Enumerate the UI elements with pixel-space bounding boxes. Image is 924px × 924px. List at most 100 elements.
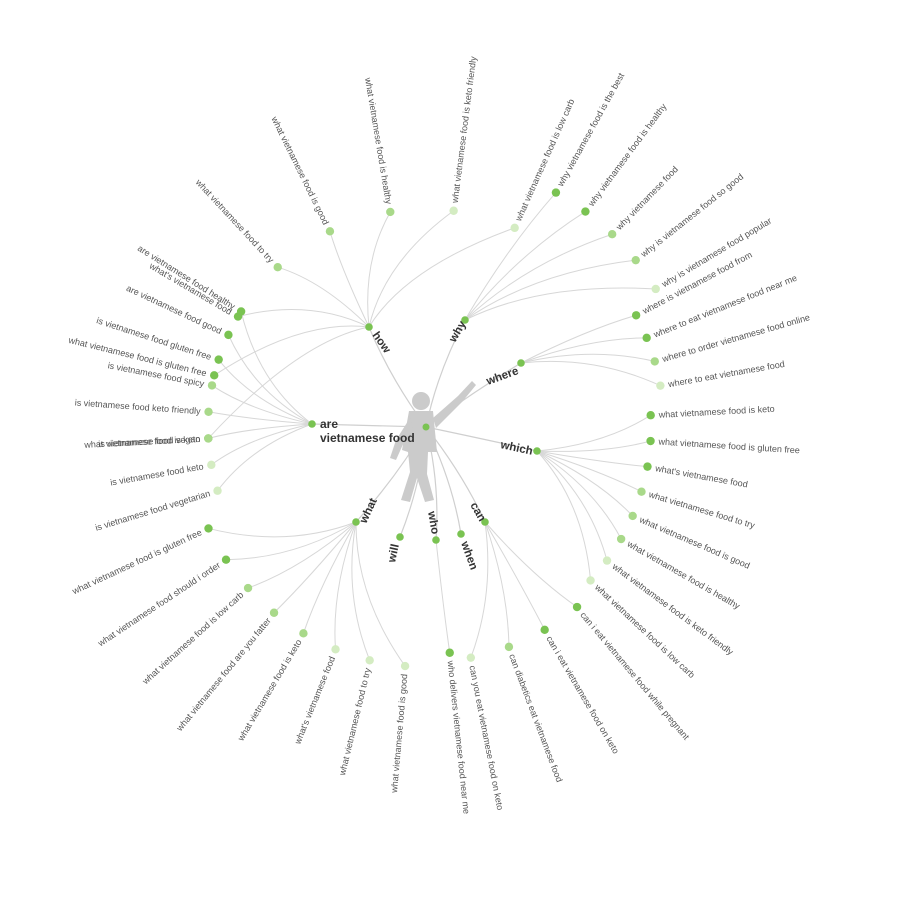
- leaf-node[interactable]: [325, 227, 335, 236]
- leaf-label[interactable]: what vietnamese food is low carb: [513, 97, 576, 223]
- leaf-label[interactable]: is vietnamese food vegetarian: [94, 488, 211, 533]
- leaf-node[interactable]: [650, 357, 659, 366]
- leaf-node[interactable]: [607, 230, 617, 239]
- branch-lines: [207, 192, 661, 667]
- leaf-branch-line: [520, 337, 647, 364]
- leaf-branch-line: [240, 311, 313, 425]
- hub-label-which[interactable]: which: [498, 439, 533, 458]
- leaf-branch-line: [520, 353, 655, 364]
- leaf-label[interactable]: what vietnamese food is low carb: [592, 582, 697, 680]
- hub-node-which[interactable]: [533, 447, 541, 455]
- hub-label-where[interactable]: where: [484, 365, 520, 388]
- leaf-label[interactable]: what vietnamese food is keto friendly: [450, 55, 479, 204]
- leaf-label[interactable]: who delivers vietnamese food near me: [445, 659, 471, 814]
- leaf-node[interactable]: [221, 555, 231, 564]
- hub-node-what[interactable]: [352, 518, 360, 526]
- leaf-node[interactable]: [449, 206, 458, 215]
- leaf-node[interactable]: [572, 602, 582, 612]
- leaf-node[interactable]: [243, 583, 253, 593]
- leaf-branch-line: [536, 450, 648, 468]
- leaf-branch-line: [208, 521, 357, 538]
- leaf-branch-line: [207, 326, 370, 439]
- leaf-branch-line: [520, 360, 661, 387]
- hub-node-why[interactable]: [461, 316, 469, 324]
- leaf-branch-line: [536, 414, 651, 452]
- leaf-node[interactable]: [204, 434, 213, 443]
- leaf-node[interactable]: [386, 207, 395, 217]
- leaf-node[interactable]: [400, 661, 410, 671]
- leaf-node[interactable]: [631, 311, 641, 320]
- leaf-node[interactable]: [646, 436, 655, 446]
- hub-node-are[interactable]: [308, 420, 316, 428]
- hub-label-will[interactable]: will: [386, 543, 402, 565]
- leaf-node[interactable]: [656, 381, 665, 390]
- leaf-label[interactable]: can diabetics eat vietnamese food: [507, 653, 564, 784]
- leaf-label[interactable]: what vietnamese food to try: [337, 666, 373, 777]
- leaf-node[interactable]: [269, 608, 279, 617]
- leaf-node[interactable]: [466, 653, 476, 662]
- leaf-node[interactable]: [224, 330, 233, 340]
- leaf-node[interactable]: [331, 645, 340, 654]
- leaf-label[interactable]: what vietnamese food is gluten free: [657, 436, 800, 455]
- center-keyword: are vietnamese food: [320, 417, 430, 445]
- hub-node-who[interactable]: [432, 536, 440, 544]
- leaf-node[interactable]: [204, 524, 213, 533]
- hub-node-how[interactable]: [365, 323, 373, 331]
- leaf-node[interactable]: [210, 371, 219, 380]
- leaf-node[interactable]: [273, 262, 282, 272]
- leaf-node[interactable]: [602, 556, 612, 565]
- leaf-label[interactable]: what vietnamese food is good: [389, 674, 409, 794]
- leaf-label[interactable]: what vietnamese food is keto: [657, 404, 774, 420]
- hub-label-who[interactable]: who: [425, 509, 441, 535]
- leaf-node[interactable]: [637, 487, 646, 496]
- leaf-node[interactable]: [213, 486, 222, 495]
- leaf-node[interactable]: [365, 656, 374, 665]
- leaf-label[interactable]: where to eat vietnamese food: [666, 359, 785, 390]
- leaf-label[interactable]: what vietnamese food to try: [193, 177, 276, 266]
- leaf-branch-line: [464, 211, 586, 321]
- leaf-label[interactable]: is vietnamese food keto friendly: [74, 397, 201, 416]
- leaf-label[interactable]: is vietnamese food vegan: [98, 434, 200, 449]
- center-node[interactable]: [422, 423, 430, 431]
- leaf-label[interactable]: is vietnamese food keto: [109, 461, 204, 487]
- leaf-node[interactable]: [651, 284, 660, 294]
- leaf-label[interactable]: what vietnamese food is healthy: [363, 76, 394, 205]
- leaf-node[interactable]: [204, 407, 213, 416]
- hub-node-when[interactable]: [457, 530, 465, 538]
- hub-node-will[interactable]: [396, 533, 404, 541]
- hub-node-can[interactable]: [481, 518, 489, 526]
- leaf-branch-line: [218, 359, 313, 425]
- leaf-node[interactable]: [646, 411, 655, 420]
- leaf-node[interactable]: [207, 381, 217, 390]
- leaf-node[interactable]: [643, 462, 652, 471]
- leaf-node[interactable]: [504, 642, 514, 652]
- leaf-node[interactable]: [214, 355, 223, 364]
- hub-label-what[interactable]: what: [357, 496, 379, 526]
- leaf-node[interactable]: [642, 333, 651, 343]
- leaf-node[interactable]: [236, 307, 246, 316]
- leaf-node[interactable]: [628, 511, 637, 521]
- leaf-label[interactable]: what's vietnamese food: [653, 463, 748, 490]
- leaf-node[interactable]: [510, 223, 519, 233]
- leaf-label[interactable]: what vietnamese food is good: [269, 114, 331, 226]
- leaf-branch-line: [226, 521, 357, 561]
- leaf-node[interactable]: [207, 460, 216, 470]
- leaf-node[interactable]: [586, 576, 595, 585]
- leaf-label[interactable]: what's vietnamese food: [292, 655, 337, 747]
- leaf-node[interactable]: [631, 255, 640, 265]
- hub-node-where[interactable]: [517, 359, 525, 367]
- leaf-node[interactable]: [299, 629, 308, 638]
- leaf-node[interactable]: [551, 188, 561, 197]
- leaf-branch-line: [211, 384, 313, 425]
- leaf-node[interactable]: [540, 625, 549, 635]
- leaf-node[interactable]: [581, 207, 590, 216]
- leaf-node[interactable]: [445, 648, 454, 657]
- leaf-label[interactable]: why vietnamese food: [613, 164, 680, 232]
- leaf-node[interactable]: [616, 534, 626, 544]
- hub-label-how[interactable]: how: [370, 330, 393, 356]
- leaf-branch-line: [217, 423, 313, 492]
- leaf-branch-line: [536, 440, 651, 452]
- leaf-branch-line: [351, 521, 371, 661]
- leaf-label[interactable]: can you eat vietnamese food on keto: [467, 665, 505, 811]
- hub-label-when[interactable]: when: [458, 539, 480, 572]
